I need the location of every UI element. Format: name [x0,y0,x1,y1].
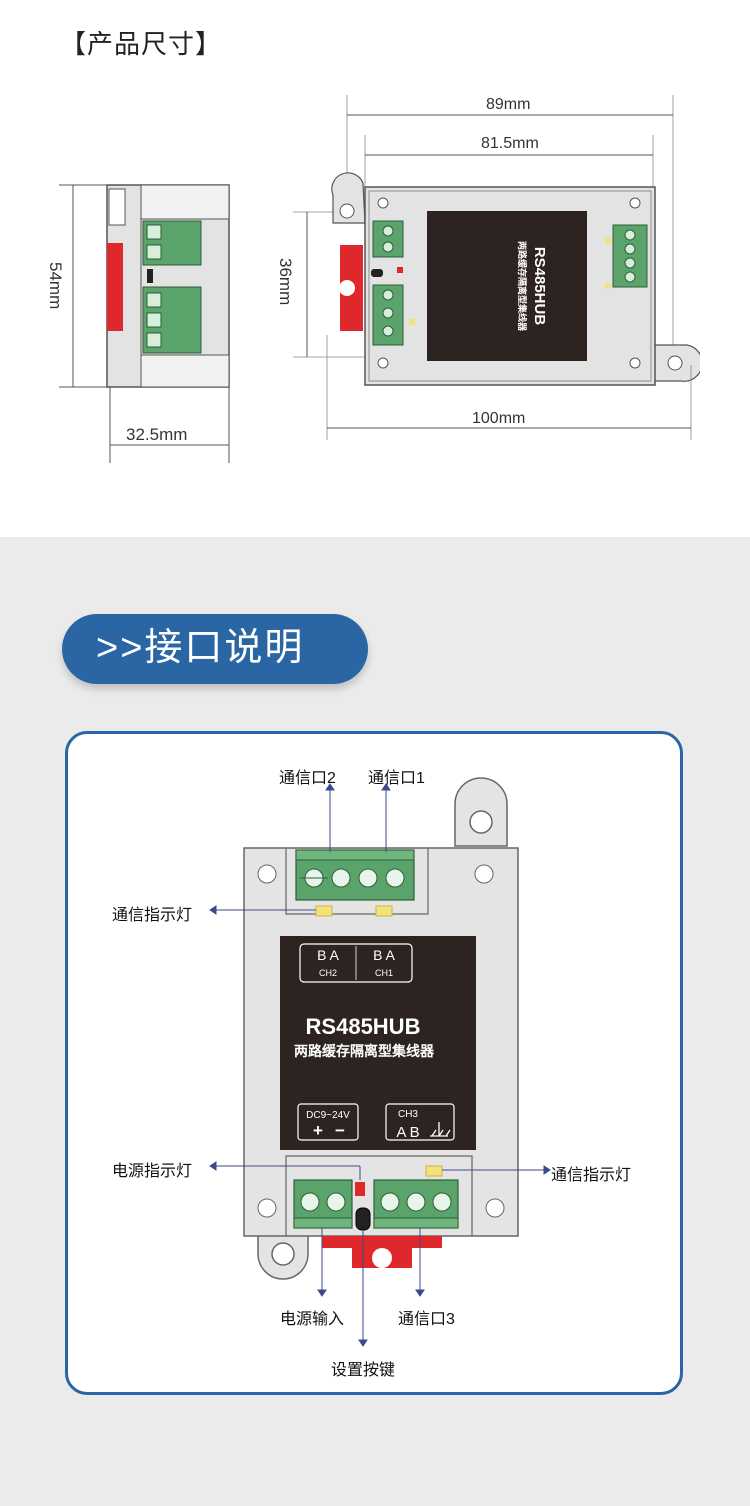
ground-icon [430,1122,451,1137]
comm-led-2 [375,905,393,917]
ch2-text: CH2 [319,968,337,978]
device-label [280,936,476,1150]
model-text: RS485HUB [306,1014,421,1039]
label-power-input: 电源输入 [280,1311,345,1328]
power-spec-text: DC9~24V [306,1110,350,1121]
dim-36mm: 36mm [276,258,295,306]
minus-text: − [335,1121,345,1140]
ch3-text: CH3 [398,1109,418,1120]
ch1-ab-text: B A [373,947,395,963]
label-setup-button: 设置按键 [331,1362,396,1379]
terminal-block-power [293,1179,353,1229]
label-port2: 通信口2 [279,770,336,787]
terminal-block-top [295,849,415,901]
front-model-text: RS485HUB [531,247,548,326]
label-port3: 通信口3 [398,1311,455,1328]
subtitle-text: 两路缓存隔离型集线器 [294,1043,435,1059]
label-port1: 通信口1 [368,770,425,787]
setup-button[interactable] [355,1207,371,1231]
plus-text: + [313,1121,323,1140]
label-comm-led-top: 通信指示灯 [112,907,193,924]
ch1-text: CH1 [375,968,393,978]
ch2-ab-text: B A [317,947,339,963]
front-subtitle-text: 两路缓存隔离型集线器 [517,241,528,332]
label-comm-led-right: 通信指示灯 [551,1167,632,1184]
dim-54mm: 54mm [46,262,65,310]
dim-89mm: 89mm [486,96,531,113]
dimensions-section: 【产品尺寸】 54mm 32.5mm [0,0,750,537]
dim-32-5mm: 32.5mm [126,425,188,444]
dim-100mm: 100mm [472,410,526,427]
terminal-block-ch3 [373,1179,459,1229]
comm-led-1 [315,905,333,917]
label-power-led: 电源指示灯 [112,1163,193,1180]
ch3-ab-text: A B [396,1124,419,1141]
device-diagram: B A B A CH2 CH1 RS485HUB 两路缓存隔离型集线器 DC9~… [209,777,551,1347]
dimensions-title: 【产品尺寸】 [60,29,223,59]
side-view-drawing [59,184,230,463]
power-led [355,1182,365,1196]
dim-81-5mm: 81.5mm [481,135,539,152]
front-view-drawing: RS485HUB 两路缓存隔离型集线器 [293,95,700,440]
comm-led-3 [425,1165,443,1177]
interface-title-banner: >>接口说明 [62,614,368,684]
